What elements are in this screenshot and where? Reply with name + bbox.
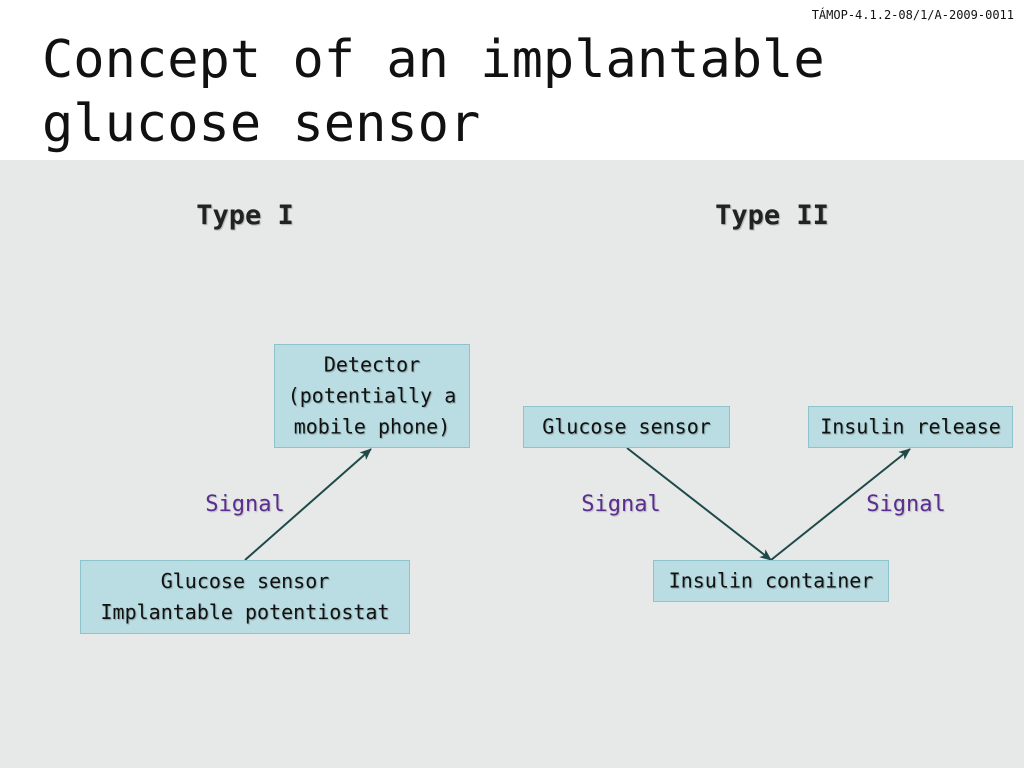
insulin-release-label: Insulin release: [820, 414, 1001, 439]
detector-box-label: Detector (potentially a mobile phone): [287, 352, 457, 439]
slide-title: Concept of an implantable glucose sensor: [42, 30, 825, 154]
type-2-glucose-sensor-box: Glucose sensor: [523, 406, 730, 448]
insulin-container-label: Insulin container: [668, 568, 874, 593]
type-2-signal-right-label: Signal: [866, 492, 946, 517]
insulin-container-box: Insulin container: [653, 560, 889, 602]
type-2-glucose-sensor-label: Glucose sensor: [542, 414, 711, 439]
project-code: TÁMOP-4.1.2-08/1/A-2009-0011: [811, 8, 1014, 22]
type-2-container-to-release-arrow: [770, 448, 911, 561]
detector-box: Detector (potentially a mobile phone): [274, 344, 470, 448]
type-1-heading: Type I: [196, 200, 294, 231]
insulin-release-box: Insulin release: [808, 406, 1013, 448]
type-1-signal-arrow: [244, 448, 372, 561]
type-1-glucose-sensor-box: Glucose sensor Implantable potentiostat: [80, 560, 410, 634]
arrow-layer: [244, 447, 911, 561]
type-1-signal-label: Signal: [205, 492, 285, 517]
diagram-area: Type I Type II Detector (potentially a m…: [0, 160, 1024, 768]
type-2-heading: Type II: [715, 200, 829, 231]
type-1-glucose-sensor-label: Glucose sensor Implantable potentiostat: [100, 569, 390, 624]
slide-header: TÁMOP-4.1.2-08/1/A-2009-0011 Concept of …: [0, 0, 1024, 160]
type-2-signal-left-label: Signal: [581, 492, 661, 517]
type-2-sensor-to-container-arrow: [626, 447, 772, 561]
